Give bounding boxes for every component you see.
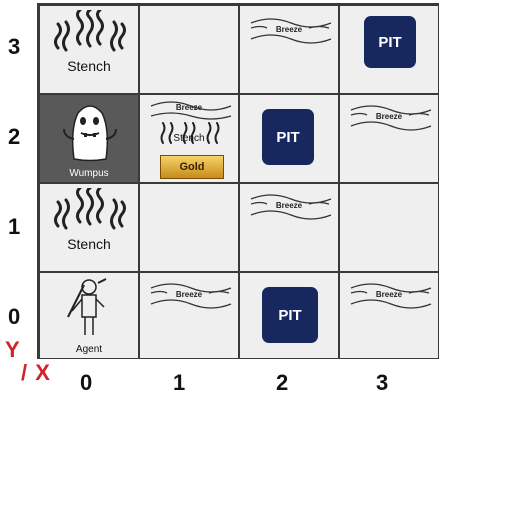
stench-icon [54,188,126,230]
agent-label: Agent [75,344,103,355]
col-label-3: 3 [376,370,389,395]
cell-2-0[interactable]: PIT [239,272,339,359]
col-label-2: 2 [276,370,289,395]
agent-icon [67,278,107,335]
cell-2-2[interactable]: PIT [239,94,339,183]
row-label-1: 1 [8,214,21,239]
row-label-3: 3 [8,34,21,59]
cell-2-3[interactable]: Breeze [239,5,339,94]
cell-3-1[interactable] [339,183,439,272]
cell-1-1[interactable] [139,183,239,272]
pit-tile: PIT [262,109,314,165]
row-label-0: 0 [8,304,21,329]
breeze-label: Breeze [375,290,403,299]
cell-0-0[interactable]: Agent [39,272,139,359]
pit-tile: PIT [262,287,318,343]
row-label-2: 2 [8,124,21,149]
col-label-1: 1 [173,370,186,395]
cell-0-3[interactable]: Stench [39,5,139,94]
breeze-icon [250,194,332,220]
cell-1-0[interactable]: Breeze [139,272,239,359]
breeze-icon [250,18,332,44]
breeze-label: Breeze [275,201,303,210]
wumpus-icon [63,105,117,162]
stench-label: Stench [67,236,111,252]
breeze-icon [150,283,232,309]
breeze-icon [350,105,432,131]
cell-3-2[interactable]: Breeze [339,94,439,183]
cell-0-2[interactable]: Wumpus [39,94,139,183]
breeze-label: Breeze [175,103,203,112]
wumpus-world-grid: Stench Breeze PIT Wumpus B [37,3,439,359]
breeze-label: Breeze [275,25,303,34]
breeze-icon [350,283,432,309]
col-label-0: 0 [80,370,93,395]
axis-y-label: Y [5,337,20,362]
axis-x-label: / X [21,360,51,385]
wumpus-label: Wumpus [69,168,109,179]
cell-3-3[interactable]: PIT [339,5,439,94]
gold-icon: Gold [160,155,224,179]
stench-label: Stench [173,133,205,144]
pit-tile: PIT [364,16,416,68]
cell-1-3[interactable] [139,5,239,94]
breeze-icon [150,101,232,120]
stench-label: Stench [67,58,111,74]
cell-3-0[interactable]: Breeze [339,272,439,359]
stench-icon [54,10,126,52]
cell-2-1[interactable]: Breeze [239,183,339,272]
cell-0-1[interactable]: Stench [39,183,139,272]
cell-1-2[interactable]: Breeze Stench Gold [139,94,239,183]
breeze-label: Breeze [175,290,203,299]
stench-icon [160,122,220,144]
breeze-label: Breeze [375,112,403,121]
